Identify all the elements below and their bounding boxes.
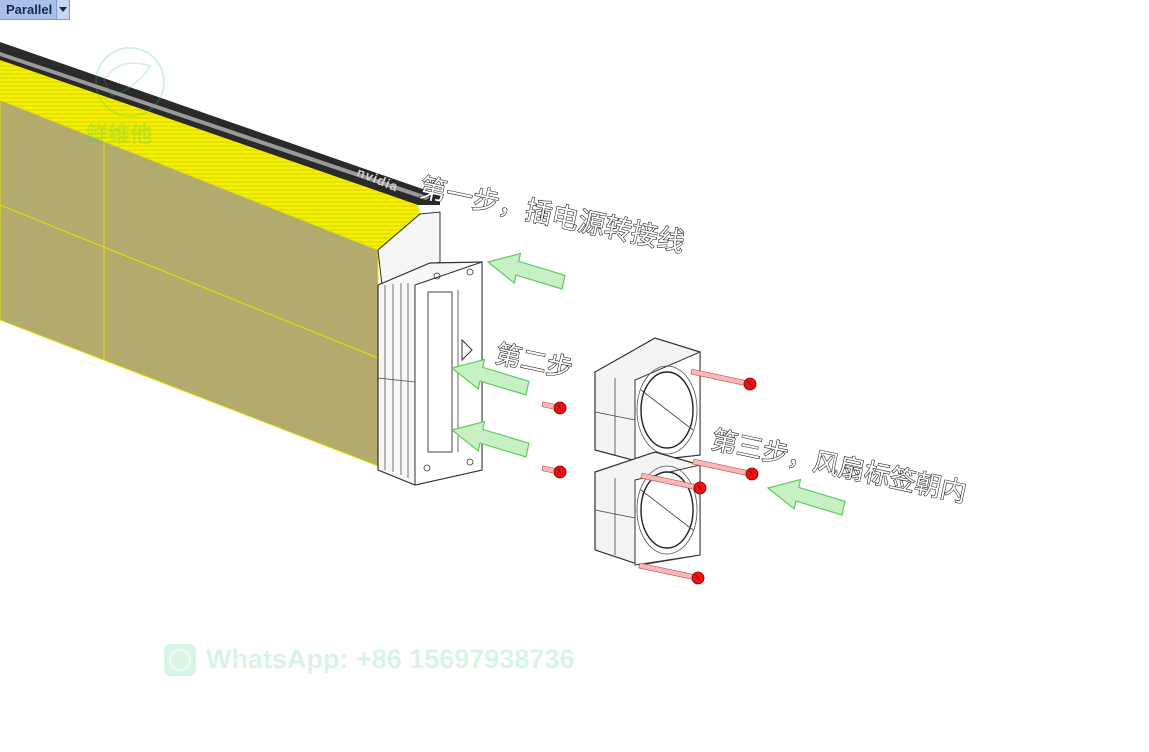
step-1-label: 第一步，插电源转接线: [417, 173, 688, 259]
housing-top-face: [0, 60, 420, 250]
watermark-contact: WhatsApp: +86 15697938736: [164, 644, 574, 676]
watermark-logo-text: 鲜维他: [86, 122, 152, 148]
whatsapp-icon: [164, 644, 196, 676]
watermark-contact-text: WhatsApp: +86 15697938736: [206, 644, 574, 674]
housing-seam: [0, 204, 379, 359]
view-mode-label[interactable]: Parallel: [6, 2, 53, 17]
fan-top: [594, 337, 701, 463]
watermark-logo: 鲜维他: [86, 47, 165, 148]
arrow-left-icon: [484, 246, 569, 294]
screw-icon: [540, 461, 568, 480]
housing-rim-highlight: [0, 52, 430, 200]
view-mode-tab[interactable]: Parallel: [0, 0, 71, 20]
screw-icon: [540, 397, 568, 416]
fan-bottom: [594, 451, 701, 566]
step-3-label: 第三步，风扇标签朝内: [709, 426, 970, 509]
chevron-down-icon[interactable]: [56, 0, 70, 19]
gpu-housing: nvidia: [0, 42, 441, 467]
